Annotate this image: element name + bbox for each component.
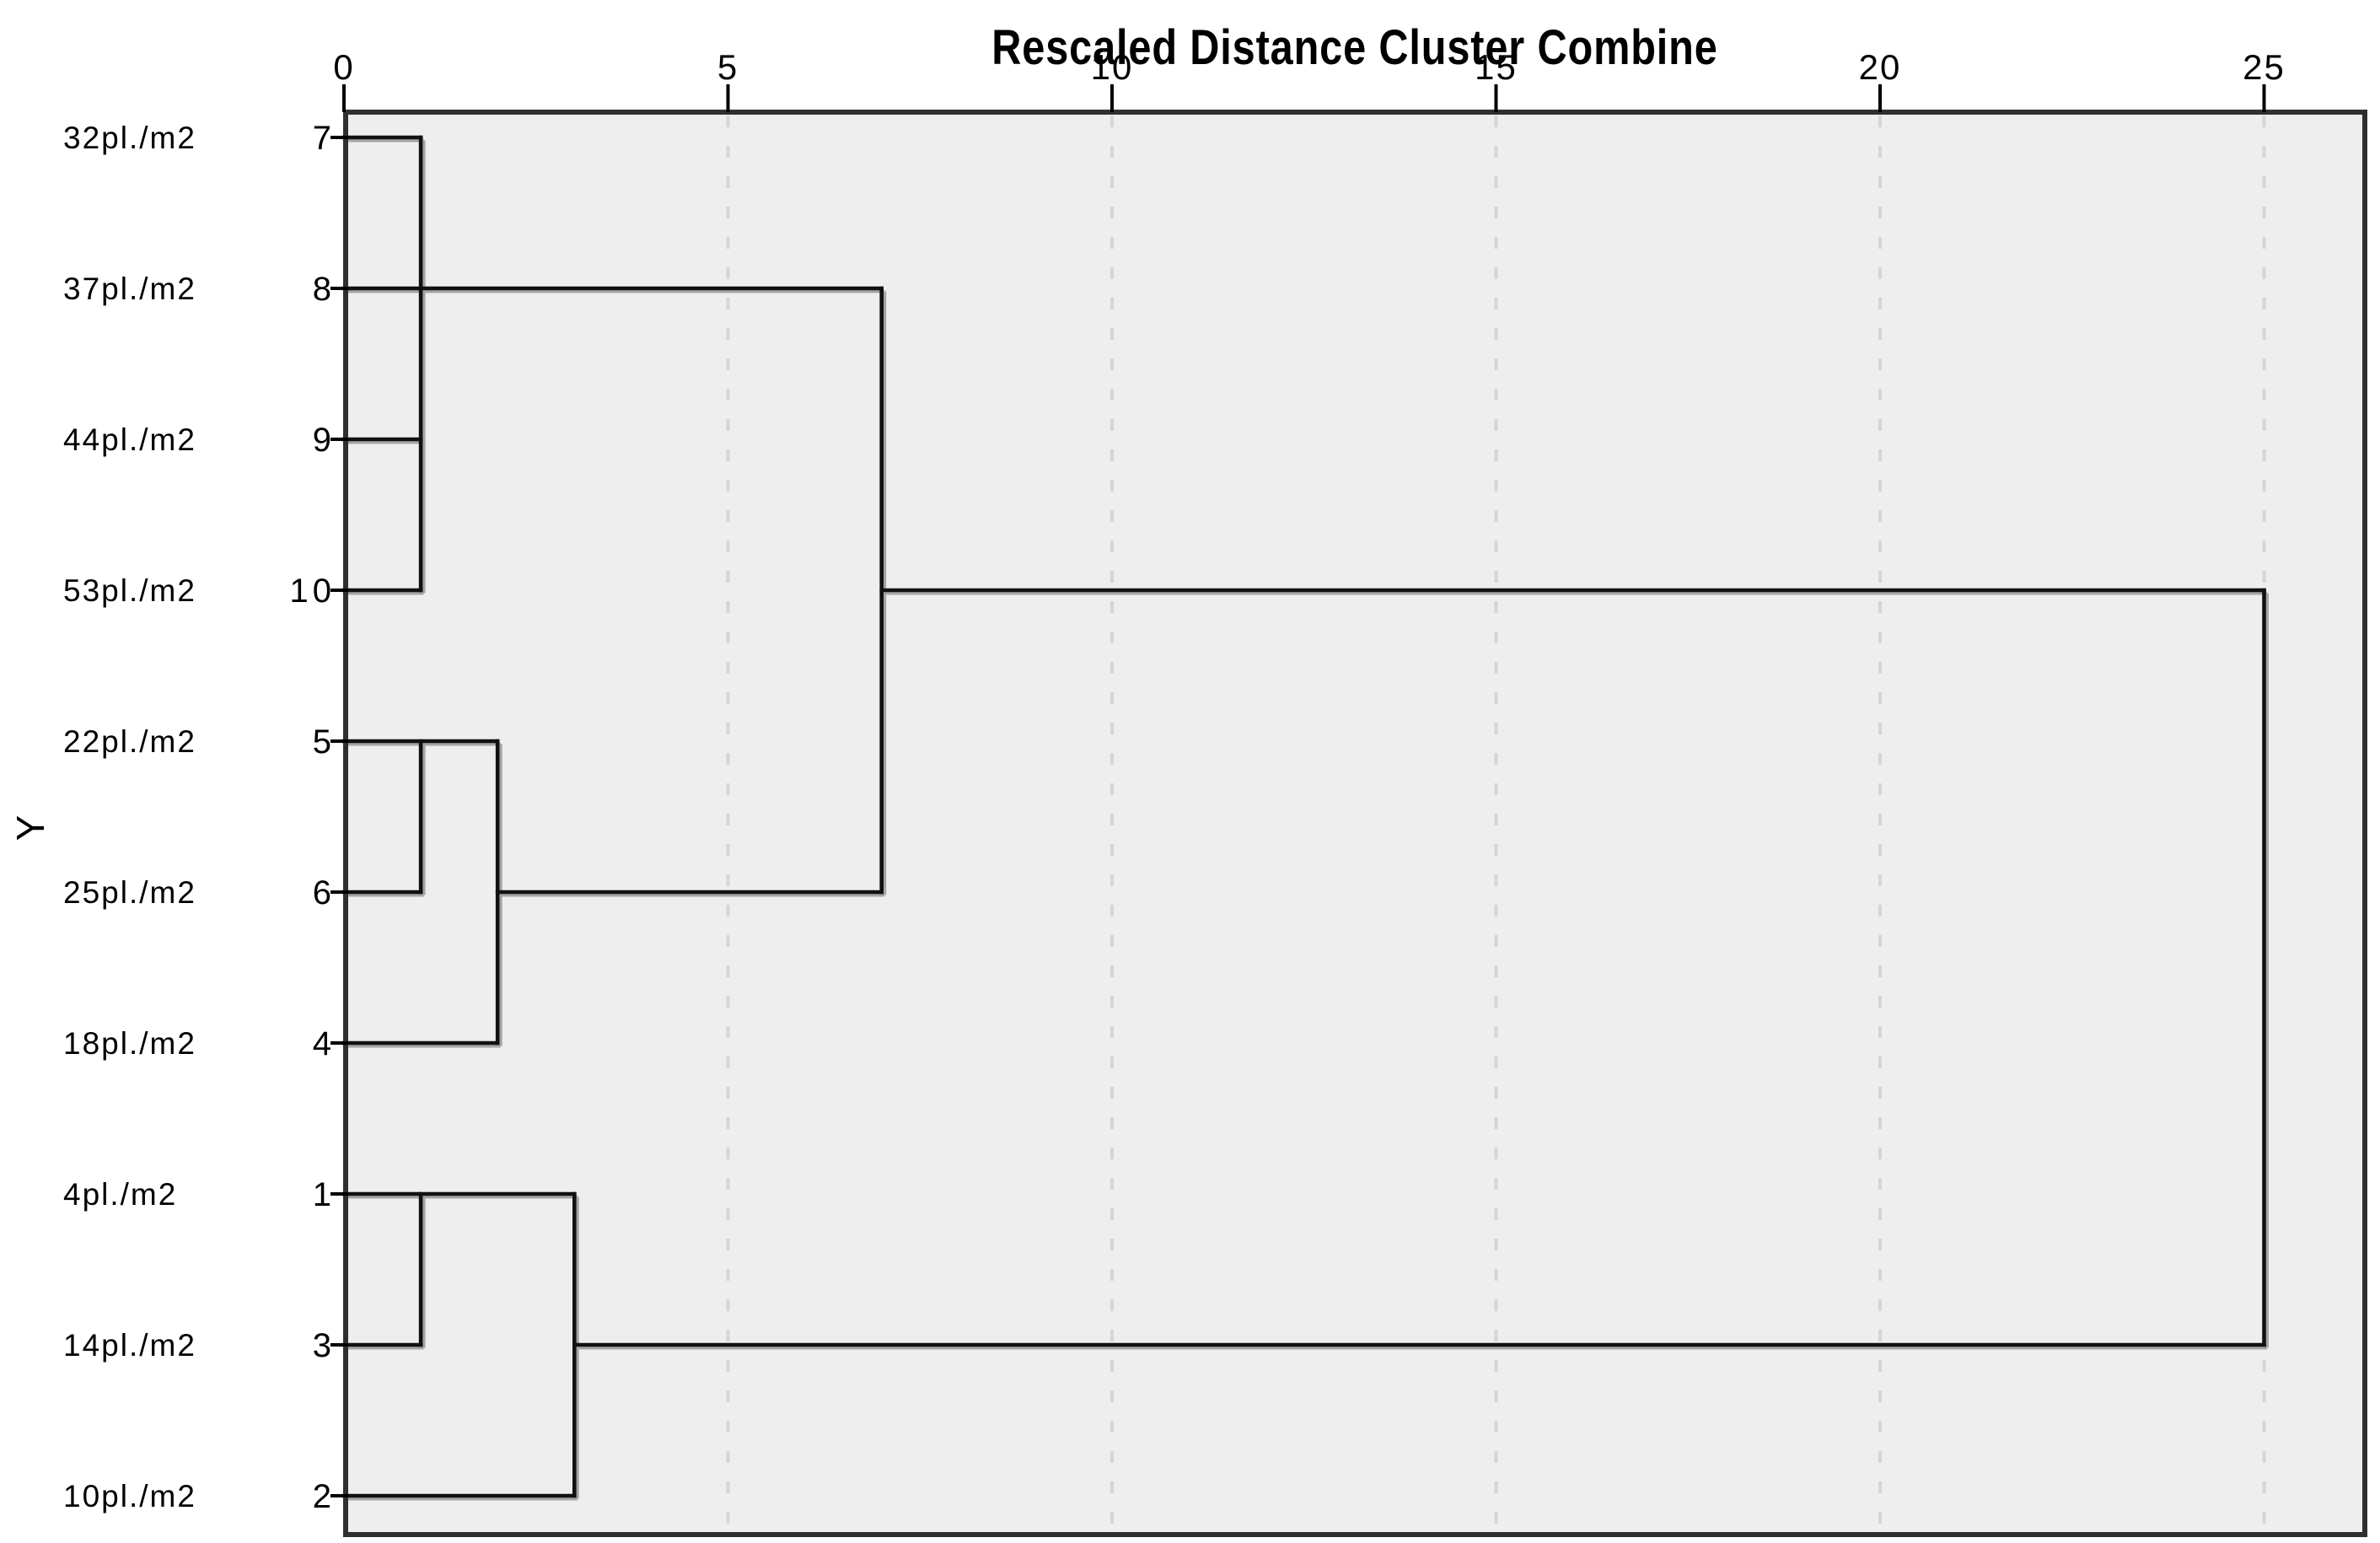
x-axis-tick-labels: 0 5 10 15 20 25 bbox=[333, 47, 2286, 87]
case-number: 5 bbox=[313, 723, 336, 761]
plot-area bbox=[346, 112, 2365, 1535]
case-number: 10 bbox=[290, 573, 336, 610]
dendrogram-line-shadows bbox=[347, 138, 2269, 1501]
case-number: 1 bbox=[313, 1176, 336, 1213]
leaf-label: 44pl./m2 bbox=[63, 422, 196, 457]
plot-border bbox=[343, 110, 2367, 1537]
x-tick-label: 0 bbox=[333, 47, 354, 87]
chart-title: Rescaled Distance Cluster Combine bbox=[991, 21, 1717, 75]
x-tick-label: 5 bbox=[717, 47, 739, 87]
leaf-labels: 32pl./m2 37pl./m2 44pl./m2 53pl./m2 22pl./m2… bbox=[63, 121, 196, 1513]
leaf-label: 32pl./m2 bbox=[63, 121, 196, 155]
y-axis-row-ticks bbox=[330, 136, 348, 1497]
dendrogram-lines bbox=[341, 135, 2266, 1498]
leaf-label: 4pl./m2 bbox=[63, 1177, 177, 1212]
leaf-label: 53pl./m2 bbox=[63, 573, 196, 608]
case-number: 3 bbox=[313, 1327, 336, 1364]
case-number: 2 bbox=[313, 1478, 336, 1515]
case-number: 6 bbox=[313, 874, 336, 911]
case-numbers: 7 8 9 10 5 6 4 1 3 2 bbox=[290, 120, 336, 1515]
case-number: 4 bbox=[313, 1025, 336, 1062]
x-tick-label: 25 bbox=[2243, 47, 2286, 87]
case-number: 7 bbox=[313, 120, 336, 157]
y-axis-label: Y bbox=[8, 815, 52, 841]
leaf-label: 14pl./m2 bbox=[63, 1328, 196, 1363]
leaf-label: 22pl./m2 bbox=[63, 724, 196, 759]
case-number: 8 bbox=[313, 271, 336, 308]
case-number: 9 bbox=[313, 422, 336, 459]
x-tick-label: 10 bbox=[1091, 47, 1134, 87]
leaf-label: 18pl./m2 bbox=[63, 1026, 196, 1061]
x-tick-label: 20 bbox=[1859, 47, 1902, 87]
leaf-label: 25pl./m2 bbox=[63, 875, 196, 910]
x-tick-label: 15 bbox=[1475, 47, 1518, 87]
x-axis-ticks bbox=[342, 84, 2266, 112]
leaf-label: 37pl./m2 bbox=[63, 272, 196, 306]
leaf-label: 10pl./m2 bbox=[63, 1479, 196, 1513]
